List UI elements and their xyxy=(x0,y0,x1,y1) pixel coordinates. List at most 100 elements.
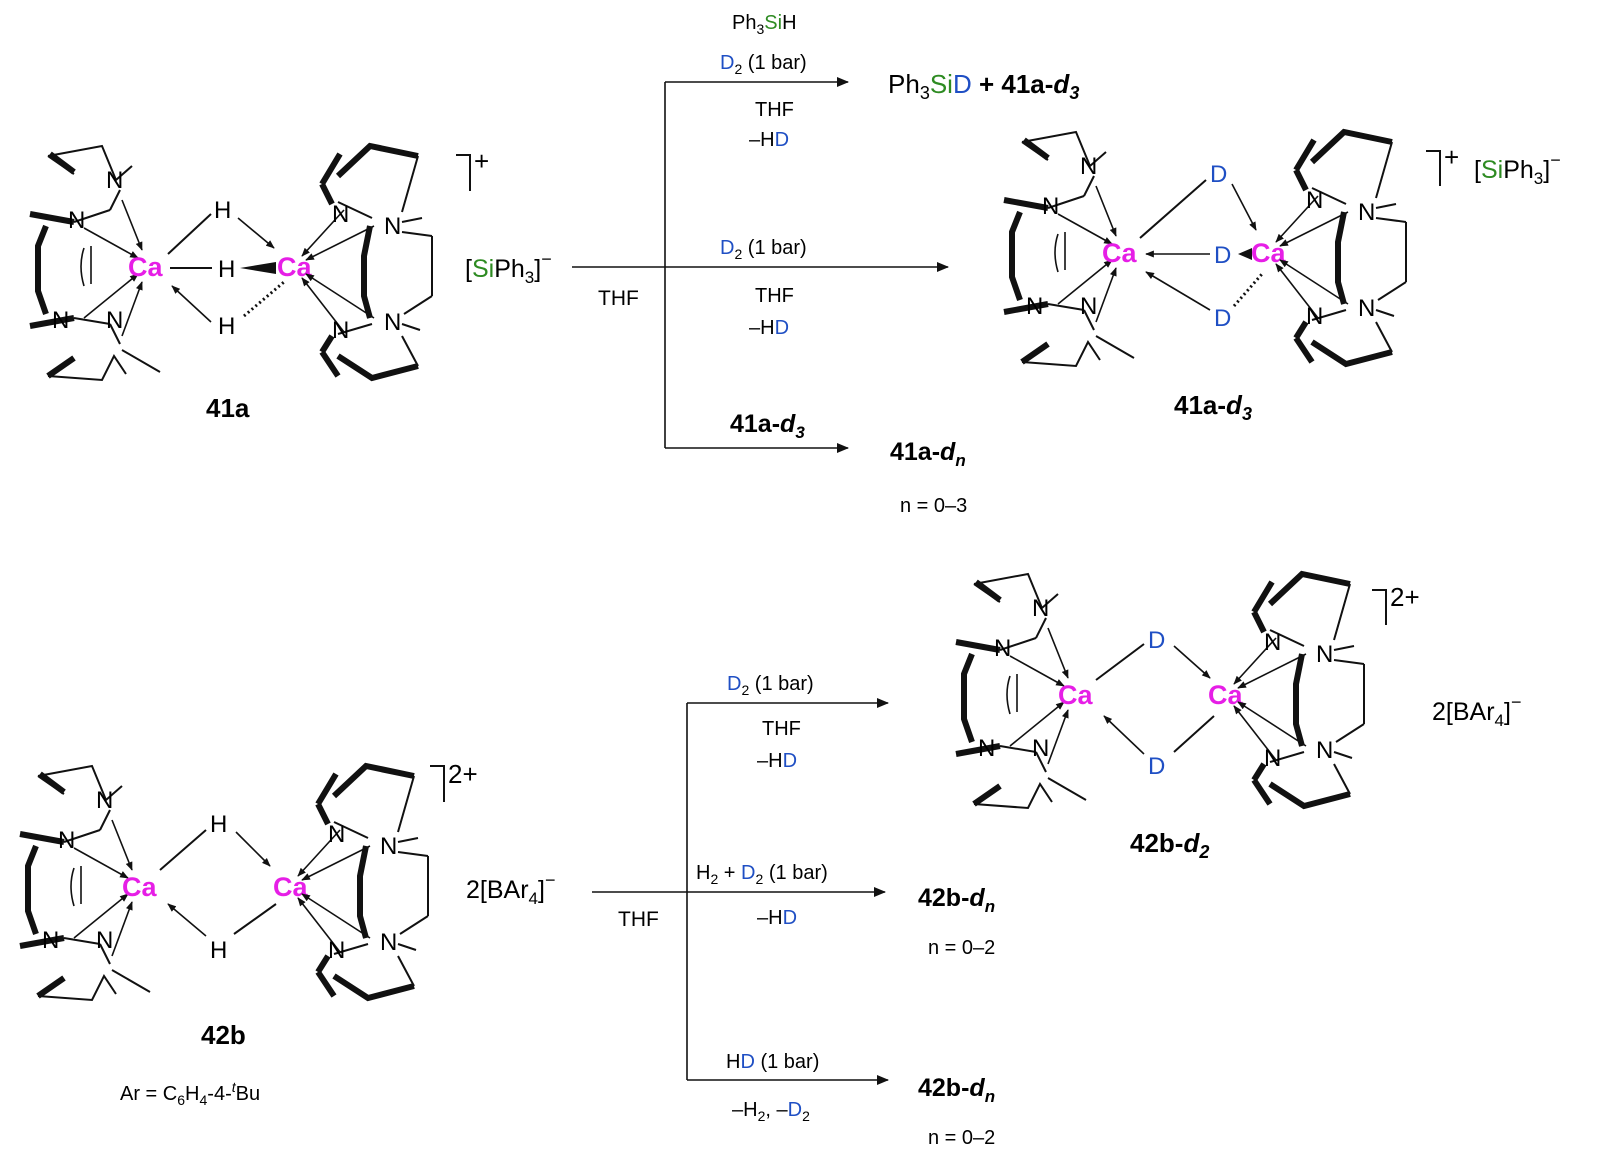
nitrogen-atom: N xyxy=(1316,641,1333,668)
macrocycle-ligand-right xyxy=(298,766,428,998)
compound-label-41a-d3: 41a-d3 xyxy=(1174,390,1252,424)
wedge-bond xyxy=(240,262,276,274)
d-ca-dative-arrow xyxy=(1103,715,1145,755)
nitrogen-atom: N xyxy=(1032,595,1049,622)
reagent-hd: HD (1 bar) xyxy=(726,1051,819,1073)
calcium-atom: Ca xyxy=(1058,680,1093,710)
calcium-atom: Ca xyxy=(277,252,312,282)
byproduct-hd: –HD xyxy=(749,129,789,151)
reagent-h2-d2: H2 + D2 (1 bar) xyxy=(696,862,828,887)
charge-two-plus: 2+ xyxy=(448,759,478,789)
nitrogen-atom: N xyxy=(994,635,1011,662)
complex-41a-d3: N N N N Ca Ca N N N N D D D + [SiPh3]− 4… xyxy=(1004,132,1561,424)
nitrogen-atom: N xyxy=(328,937,345,964)
product-42b-dn: 42b-dn xyxy=(918,884,995,916)
nitrogen-atom: N xyxy=(106,167,123,194)
nitrogen-atom: N xyxy=(96,927,113,954)
calcium-atom: Ca xyxy=(273,872,308,902)
macrocycle-ligand-right xyxy=(1276,132,1406,364)
compound-label-42b-d2: 42b-d2 xyxy=(1130,828,1209,862)
nitrogen-atom: N xyxy=(1032,735,1049,762)
byproduct-hd: –HD xyxy=(757,907,797,929)
nitrogen-atom: N xyxy=(1306,303,1323,330)
nitrogen-atom: N xyxy=(1358,295,1375,322)
nitrogen-atom: N xyxy=(380,833,397,860)
complex-42b-d2: N N N N Ca Ca N N N N D D 2+ 2[BAr4]− 42… xyxy=(956,574,1521,862)
ca-h-bond xyxy=(159,829,207,871)
counterion-silyl: [SiPh3]− xyxy=(465,249,552,287)
nitrogen-atom: N xyxy=(978,735,995,762)
macrocycle-ligand-right xyxy=(1234,574,1364,806)
h-ca-dative-arrow xyxy=(237,217,275,249)
nitrogen-atom: N xyxy=(1306,187,1323,214)
compound-label-42b: 42b xyxy=(201,1020,246,1050)
isotopologue-range: n = 0–2 xyxy=(928,1127,995,1149)
nitrogen-atom: N xyxy=(58,827,75,854)
calcium-atom: Ca xyxy=(1102,238,1137,268)
solvent-thf: THF xyxy=(755,99,794,121)
h-ca-dative-arrow xyxy=(171,285,212,323)
bridging-deuteride-middle: D xyxy=(1214,242,1231,269)
nitrogen-atom: N xyxy=(332,317,349,344)
nitrogen-atom: N xyxy=(332,201,349,228)
nitrogen-atom: N xyxy=(1358,199,1375,226)
byproduct-hd: –HD xyxy=(749,317,789,339)
charge-bracket xyxy=(1426,150,1441,186)
calcium-atom: Ca xyxy=(122,872,157,902)
byproduct-hd: –HD xyxy=(757,750,797,772)
hashed-bond xyxy=(243,280,285,318)
charge-bracket xyxy=(430,765,445,802)
macrocycle-ligand-right xyxy=(302,146,432,378)
reagent-deuterium: D2 (1 bar) xyxy=(720,52,807,77)
charge-plus: + xyxy=(1444,142,1459,172)
nitrogen-atom: N xyxy=(1042,193,1059,220)
d-ca-dative-arrow xyxy=(1173,645,1211,679)
byproduct-h2-d2: –H2, –D2 xyxy=(732,1099,810,1124)
nitrogen-atom: N xyxy=(1080,293,1097,320)
calcium-atom: Ca xyxy=(1208,680,1243,710)
nitrogen-atom: N xyxy=(42,927,59,954)
compound-label-41a: 41a xyxy=(206,393,250,423)
bridging-deuteride-top: D xyxy=(1148,627,1165,654)
bridging-hydride-bottom: H xyxy=(210,937,227,964)
hashed-bond xyxy=(1232,273,1264,307)
nitrogen-atom: N xyxy=(68,207,85,234)
solvent-thf: THF xyxy=(618,908,659,931)
isotopologue-range: n = 0–2 xyxy=(928,937,995,959)
solvent-thf: THF xyxy=(762,718,801,740)
nitrogen-atom: N xyxy=(106,307,123,334)
calcium-atom: Ca xyxy=(128,252,163,282)
counterion-silyl: [SiPh3]− xyxy=(1474,150,1561,188)
ca-d-bond xyxy=(1139,179,1207,239)
reagent-41a-d3: 41a-d3 xyxy=(730,410,805,442)
bridging-deuteride-top: D xyxy=(1210,161,1227,188)
nitrogen-atom: N xyxy=(1080,153,1097,180)
bridging-hydride-top: H xyxy=(210,811,227,838)
counterion-borate: 2[BAr4]− xyxy=(1432,692,1521,730)
reagent-triphenylsilane: Ph3SiH xyxy=(732,12,797,37)
charge-two-plus: 2+ xyxy=(1390,582,1420,612)
ca-h-bond xyxy=(167,213,212,255)
nitrogen-atom: N xyxy=(96,787,113,814)
ca-d-bond xyxy=(1095,643,1145,681)
bridging-deuteride-bottom: D xyxy=(1214,305,1231,332)
bridging-hydride-top: H xyxy=(214,197,231,224)
charge-plus: + xyxy=(474,146,489,176)
nitrogen-atom: N xyxy=(380,929,397,956)
nitrogen-atom: N xyxy=(1264,629,1281,656)
ca-d-bond xyxy=(1173,715,1215,753)
solvent-thf: THF xyxy=(755,285,794,307)
d-ca-dative-arrow xyxy=(1231,183,1257,231)
charge-bracket xyxy=(456,154,471,191)
charge-bracket xyxy=(1372,589,1387,625)
h-ca-dative-arrow xyxy=(167,903,207,937)
product-41a-dn: 41a-dn xyxy=(890,438,966,470)
bridging-hydride-bottom: H xyxy=(218,313,235,340)
nitrogen-atom: N xyxy=(1316,737,1333,764)
nitrogen-atom: N xyxy=(384,309,401,336)
nitrogen-atom: N xyxy=(328,821,345,848)
aryl-definition: Ar = C6H4-4-tBu xyxy=(120,1079,260,1108)
bridging-deuteride-bottom: D xyxy=(1148,753,1165,780)
d-ca-dative-arrow xyxy=(1145,271,1211,311)
